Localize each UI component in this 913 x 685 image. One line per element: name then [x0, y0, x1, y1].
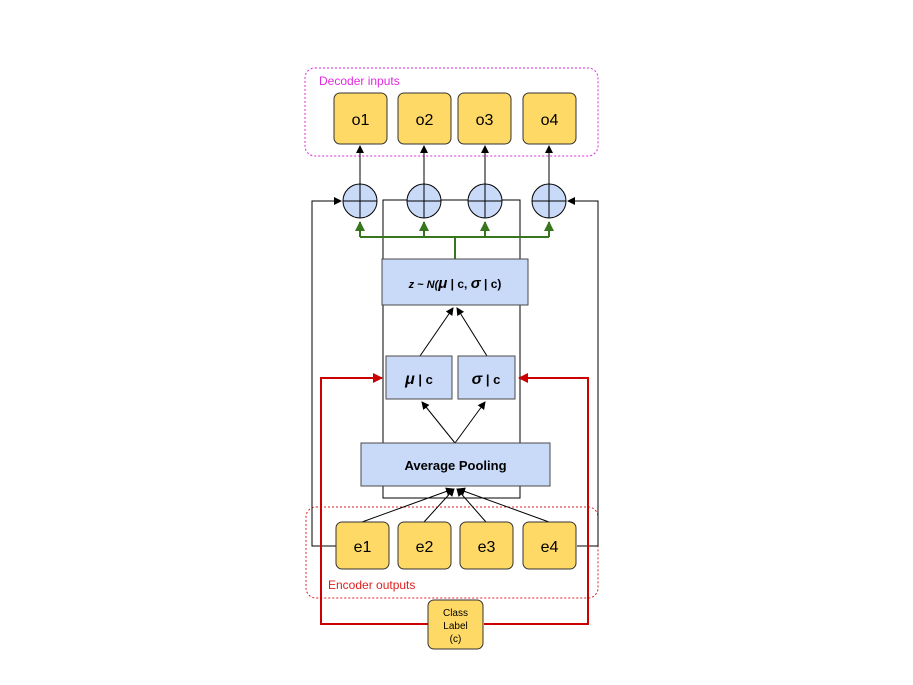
latent-distribution-box: z ~ N(μ | c, σ | c) — [381, 258, 529, 306]
skip-e4-to-sum4 — [567, 197, 599, 547]
latent-sigma: σ — [471, 275, 482, 292]
class-label-line3: (c) — [450, 634, 462, 645]
mu-cond: | c — [415, 372, 433, 387]
sigma-box: σ | c — [457, 355, 516, 400]
arrow-pooling-to-sigma — [454, 401, 486, 444]
skip-e1-to-sum1 — [311, 197, 342, 547]
latent-mid: | c, — [447, 277, 470, 291]
encoder-output-e4: e4 — [522, 521, 577, 570]
sum-node-4 — [531, 183, 567, 219]
latent-suffix: | c) — [481, 277, 502, 291]
sigma-cond: | c — [482, 372, 500, 387]
arrow-pooling-to-mu — [421, 401, 456, 444]
sigma-symbol: σ — [472, 371, 484, 388]
svg-text:σ | c: σ | c — [472, 371, 501, 388]
sum-node-3 — [467, 183, 503, 219]
svg-text:μ | c: μ | c — [404, 371, 433, 388]
arrow-e2-to-pooling — [423, 488, 455, 523]
encoder-output-e1: e1 — [335, 521, 390, 570]
decoder-input-o3: o3 — [457, 92, 512, 145]
decoder-input-o2: o2 — [397, 92, 452, 145]
decoder-input-label: o4 — [541, 112, 559, 129]
class-label-node: Class Label (c) — [427, 599, 484, 650]
class-label-line1: Class — [443, 608, 468, 619]
decoder-input-label: o3 — [476, 112, 494, 129]
encoder-output-label: e1 — [354, 539, 372, 556]
decoder-input-o4: o4 — [522, 92, 577, 145]
latent-prefix: z ~ N( — [408, 279, 440, 291]
encoder-output-label: e3 — [478, 539, 496, 556]
decoder-input-label: o2 — [416, 112, 434, 129]
arrow-e1-to-pooling — [361, 487, 454, 523]
latent-sample-distribution — [355, 221, 554, 259]
arrow-sigma-to-latent — [456, 307, 488, 357]
decoder-input-o1: o1 — [333, 92, 388, 145]
average-pooling-label: Average Pooling — [404, 458, 506, 473]
encoder-outputs-group — [305, 506, 599, 599]
decoder-inputs-group — [304, 67, 599, 157]
decoder-inputs-label: Decoder inputs — [319, 74, 400, 88]
encoder-output-e2: e2 — [397, 521, 452, 570]
mu-box: μ | c — [385, 355, 453, 400]
mu-symbol: μ — [404, 371, 415, 388]
encoder-output-label: e4 — [541, 539, 559, 556]
class-label-line2: Label — [443, 621, 467, 632]
sum-node-1 — [342, 183, 378, 219]
sum-node-2 — [406, 183, 442, 219]
class-label-connections — [320, 373, 589, 625]
svg-text:z ~ N(μ | c, σ | c): z ~ N(μ | c, σ | c) — [408, 275, 502, 292]
arrow-mu-to-latent — [419, 307, 454, 357]
encoder-output-label: e2 — [416, 539, 434, 556]
average-pooling-box: Average Pooling — [360, 442, 551, 487]
decoder-input-label: o1 — [352, 112, 370, 129]
arrow-e4-to-pooling — [457, 487, 550, 523]
inner-frame — [382, 199, 521, 499]
latent-mu: μ — [437, 275, 447, 292]
encoder-outputs-label: Encoder outputs — [328, 578, 415, 592]
encoder-output-e3: e3 — [459, 521, 514, 570]
